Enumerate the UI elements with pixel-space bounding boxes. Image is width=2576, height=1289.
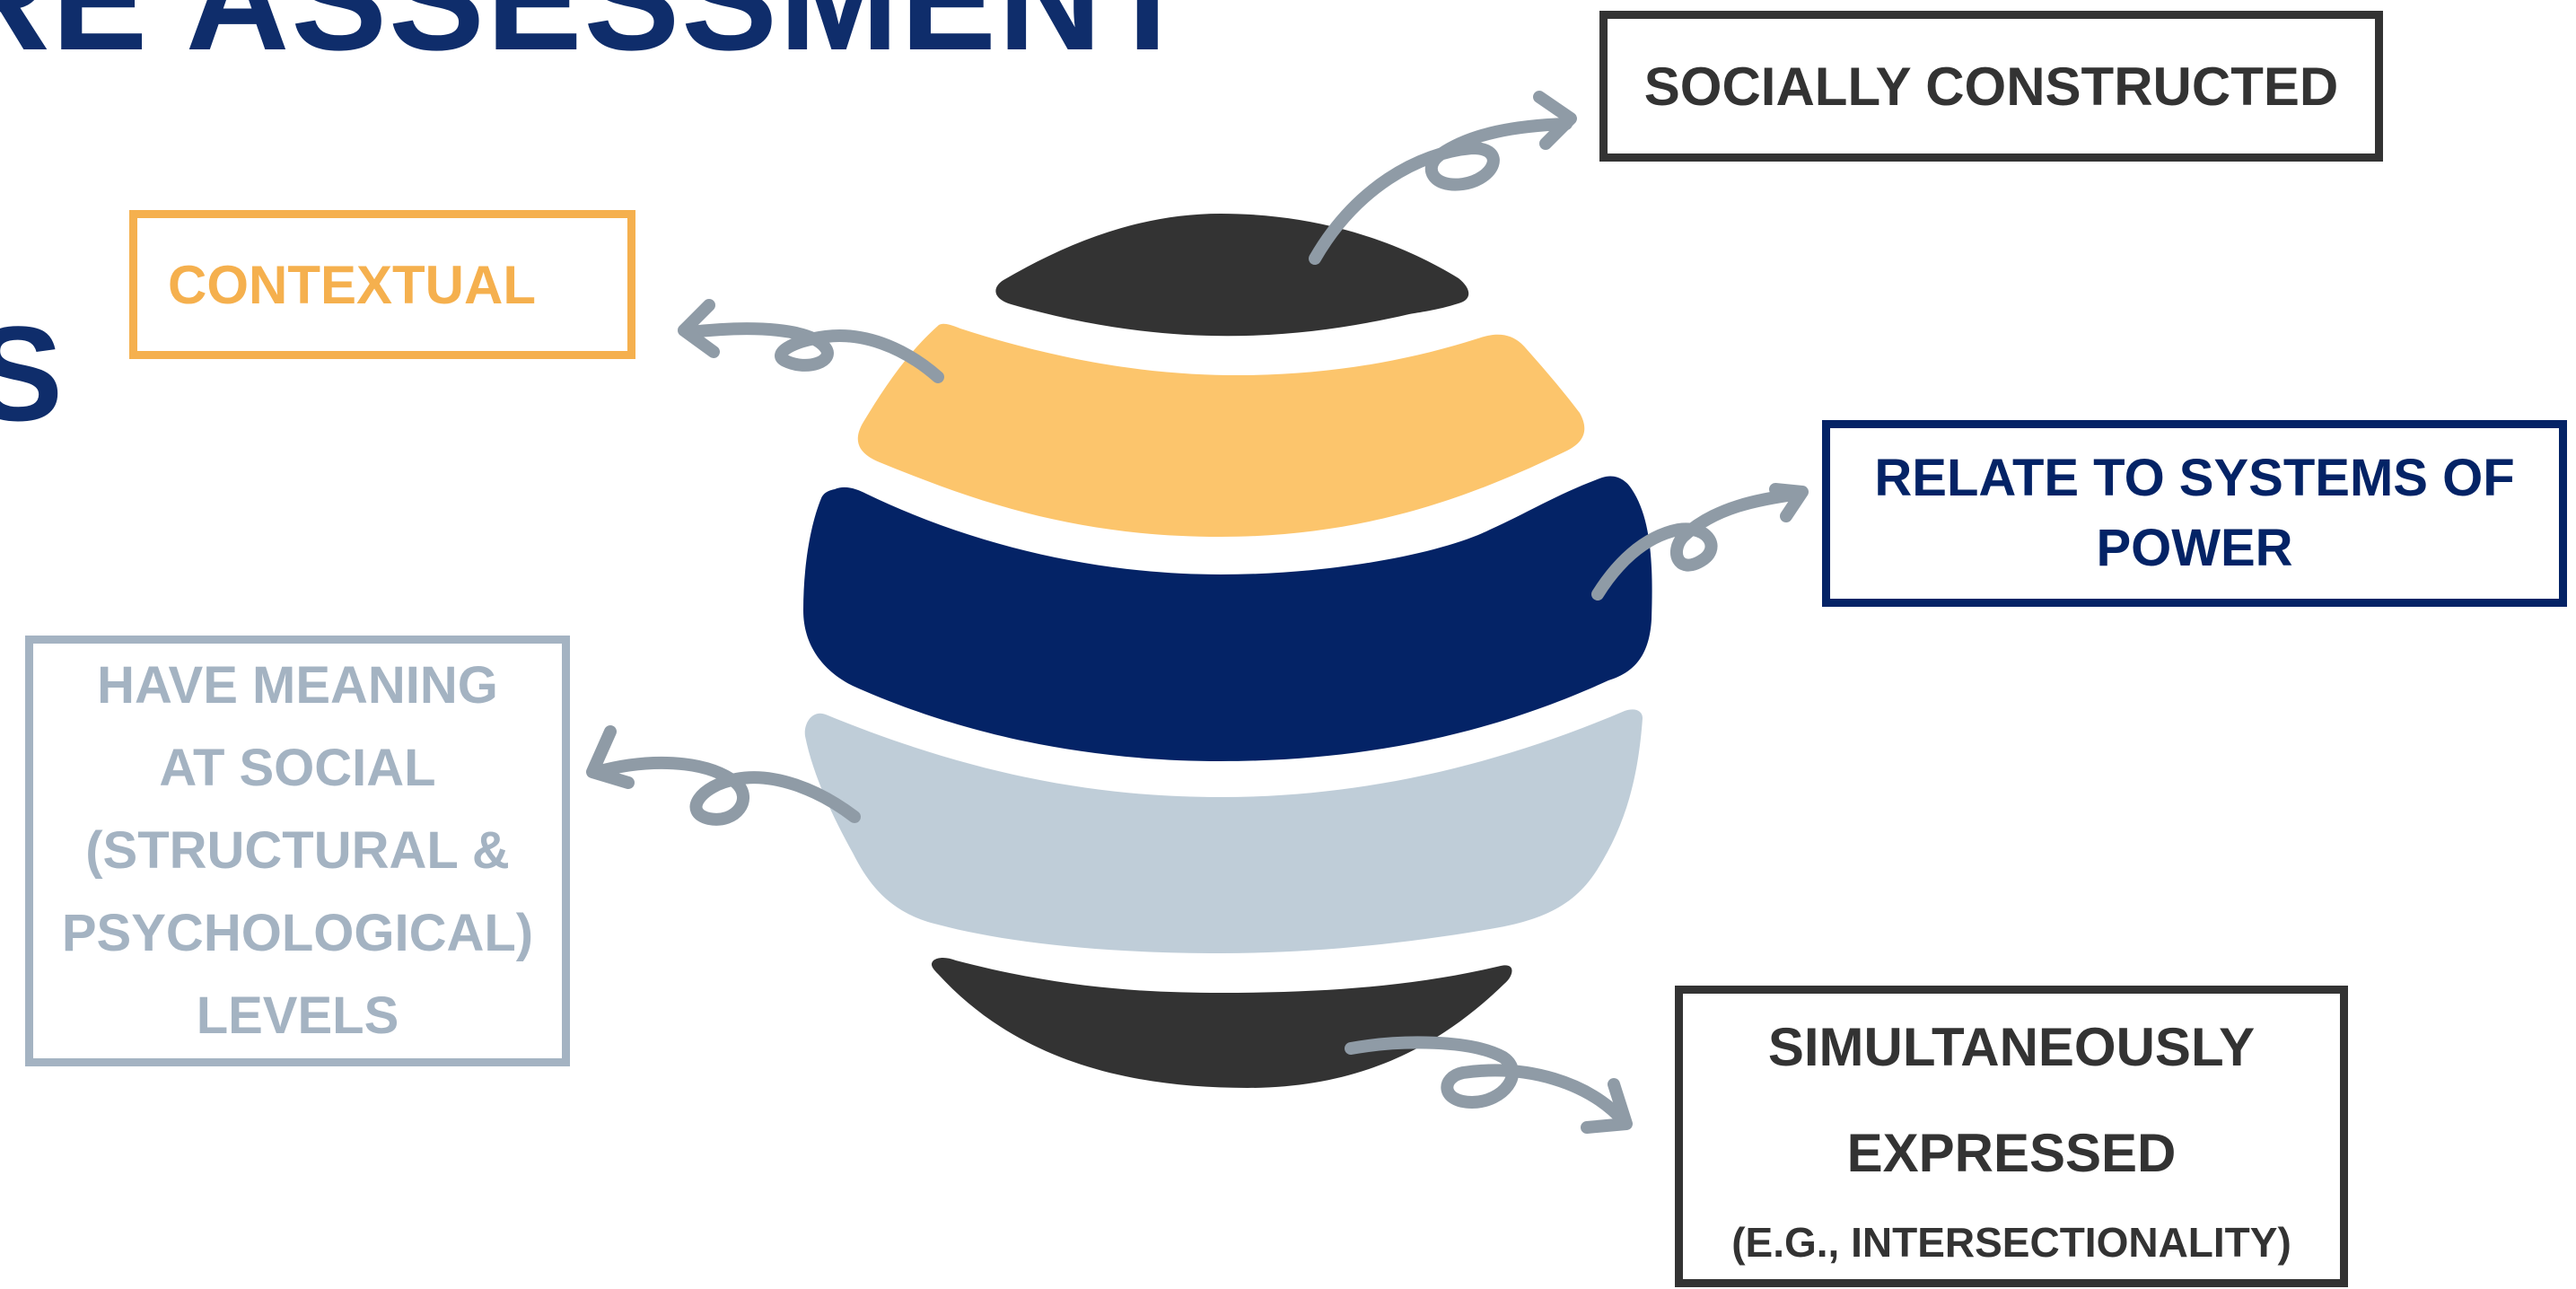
label-box-have-meaning: HAVE MEANING AT SOCIAL (STRUCTURAL & PSY… — [25, 636, 570, 1066]
label-meaning-line4: PSYCHOLOGICAL) — [61, 904, 534, 962]
arrow-contextual — [685, 322, 944, 383]
sphere-layer-top — [995, 214, 1469, 337]
arrow-head-socially — [1533, 91, 1577, 150]
label-simul-line1: SIMULTANEOUSLY — [1767, 1017, 2256, 1077]
sphere-layer-contextual — [857, 323, 1585, 537]
label-power-line1: RELATE TO SYSTEMS OF — [1874, 449, 2515, 507]
sphere-layer-power — [803, 476, 1652, 761]
page-title-fragment: S — [0, 298, 64, 449]
sphere-layer-meaning — [804, 709, 1643, 953]
label-socially-constructed: SOCIALLY CONSTRUCTED — [1643, 56, 2339, 117]
label-box-systems-of-power: RELATE TO SYSTEMS OF POWER — [1822, 420, 2567, 607]
arrow-head-contextual — [678, 299, 720, 358]
label-meaning-line5: LEVELS — [196, 986, 399, 1045]
label-simul-line2: EXPRESSED — [1846, 1123, 2177, 1183]
label-box-contextual: CONTEXTUAL — [129, 210, 635, 359]
arrow-socially-constructed — [1309, 118, 1573, 265]
label-simul-line3: (E.G., INTERSECTIONALITY) — [1731, 1219, 2291, 1266]
arrow-head-power — [1769, 483, 1809, 522]
arrow-head-simultaneous — [1581, 1078, 1633, 1134]
arrow-power — [1591, 487, 1806, 601]
label-box-simultaneously-expressed: SIMULTANEOUSLY EXPRESSED (E.G., INTERSEC… — [1675, 986, 2348, 1287]
label-power-line2: POWER — [2096, 519, 2293, 577]
label-meaning-line3: (STRUCTURAL & — [85, 821, 510, 880]
label-contextual: CONTEXTUAL — [168, 254, 536, 315]
label-meaning-line1: HAVE MEANING — [97, 656, 498, 715]
arrow-simultaneous — [1345, 1036, 1631, 1128]
sphere-layer-bottom — [931, 958, 1512, 1088]
arrow-meaning — [591, 756, 861, 826]
arrow-head-meaning — [586, 725, 635, 789]
page-title: RE ASSESSMENT — [0, 0, 1193, 83]
label-box-socially-constructed: SOCIALLY CONSTRUCTED — [1599, 11, 2383, 162]
label-meaning-line2: AT SOCIAL — [159, 739, 436, 797]
